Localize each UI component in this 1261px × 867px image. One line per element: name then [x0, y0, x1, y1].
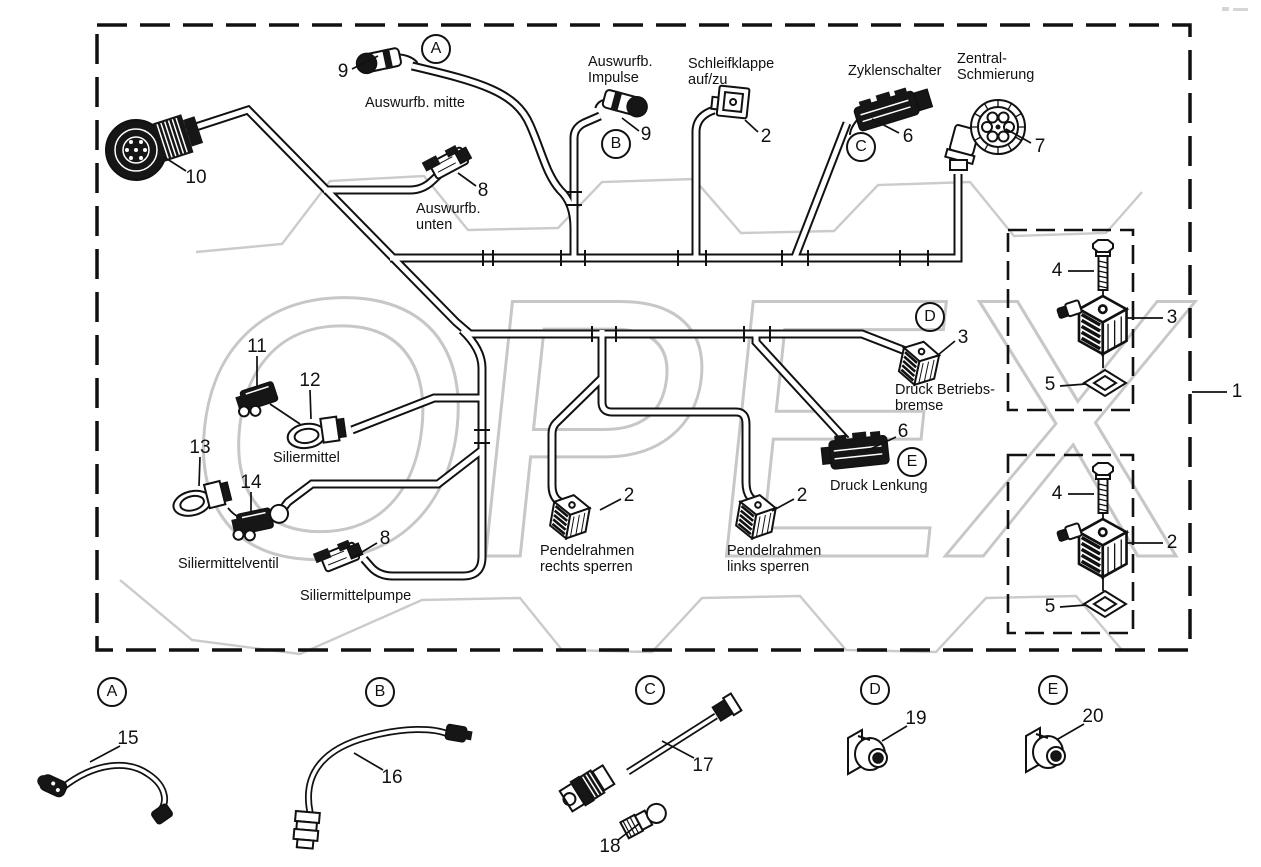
- legend-circle-a: A: [97, 677, 127, 707]
- callout-2-pendel-rechts: 2: [623, 485, 635, 506]
- connector-14-cap: [228, 503, 290, 545]
- callout-3-betriebsbremse: 3: [957, 327, 969, 348]
- circle-ref-d: D: [915, 302, 945, 332]
- callout-8-unten: 8: [477, 180, 489, 201]
- callout-1-frame: 1: [1231, 381, 1243, 402]
- callout-16: 16: [381, 767, 403, 788]
- callout-9-impulse: 9: [640, 124, 652, 145]
- label-auswurfb-mitte: Auswurfb. mitte: [365, 95, 465, 111]
- corner-mark: [1222, 7, 1248, 11]
- callout-6-zyklenschalter: 6: [902, 126, 914, 147]
- label-schleifklappe: Schleifklappe auf/zu: [688, 56, 775, 88]
- callout-12: 12: [299, 370, 321, 391]
- cable-16-connectors: [292, 723, 473, 850]
- callout-11: 11: [247, 336, 267, 357]
- label-siliermittelventil: Siliermittelventil: [178, 556, 279, 572]
- connector-8-auswurfb-unten: [420, 140, 474, 184]
- connector-9-auswurfb-impulse: [594, 89, 648, 118]
- legend-circle-b: B: [365, 677, 395, 707]
- legend-cables: [62, 716, 716, 812]
- connector-7-zentralschmierung: [944, 99, 1026, 171]
- callout-2-schleifklappe: 2: [760, 126, 772, 147]
- cable-tie-marks: [474, 191, 929, 444]
- connector-6-druck-lenkung: [820, 431, 890, 470]
- circle-ref-b: B: [601, 129, 631, 159]
- callout-5-box1: 5: [1044, 374, 1056, 395]
- callout-15: 15: [117, 728, 139, 749]
- connector-2-schleifklappe: [710, 84, 751, 120]
- callout-2-pendel-links: 2: [796, 485, 808, 506]
- callout-5-box2: 5: [1044, 596, 1056, 617]
- label-pendelrahmen-rechts: Pendelrahmen rechts sperren: [540, 543, 635, 575]
- callout-4-box1: 4: [1051, 260, 1063, 281]
- callout-4-box2: 4: [1051, 483, 1063, 504]
- callout-7: 7: [1034, 136, 1046, 157]
- cable-15-connectors: [37, 774, 173, 825]
- callout-19: 19: [905, 708, 927, 729]
- label-zyklenschalter: Zyklenschalter: [848, 63, 942, 79]
- label-auswurfb-unten: Auswurfb. unten: [416, 201, 481, 233]
- callout-2-box2: 2: [1166, 532, 1178, 553]
- detail-box-2: [1006, 453, 1135, 635]
- detail-box-1: [1006, 228, 1135, 412]
- legend-circle-c: C: [635, 675, 665, 705]
- connector-10-main-plug: [105, 114, 204, 181]
- cable-17-connectors: [558, 692, 743, 813]
- callout-18: 18: [599, 836, 621, 857]
- callout-leader-lines: [89, 55, 1227, 841]
- legend-circle-e: E: [1038, 675, 1068, 705]
- label-zentralschmierung: Zentral- Schmierung: [957, 51, 1035, 83]
- connector-6-zyklenschalter: [848, 87, 934, 135]
- part-18-plug: [618, 802, 667, 840]
- connector-9-auswurfb-mitte: [355, 47, 419, 75]
- callout-6-lenkung: 6: [897, 421, 909, 442]
- callout-10: 10: [185, 167, 207, 188]
- callout-3-box1: 3: [1166, 307, 1178, 328]
- callout-20: 20: [1082, 706, 1104, 727]
- label-auswurfb-impulse: Auswurfb. Impulse: [588, 54, 653, 86]
- label-siliermittel: Siliermittel: [273, 450, 340, 466]
- part-19-sensor: [847, 729, 888, 775]
- circle-ref-c: C: [846, 132, 876, 162]
- harness-boundary-frame: [95, 23, 1192, 652]
- label-druck-betriebsbremse: Druck Betriebs- bremse: [895, 382, 995, 414]
- legend-circle-d: D: [860, 675, 890, 705]
- callout-17: 17: [692, 755, 714, 776]
- label-pendelrahmen-links: Pendelrahmen links sperren: [727, 543, 822, 575]
- label-druck-lenkung: Druck Lenkung: [830, 478, 928, 494]
- callout-9-mitte: 9: [337, 61, 349, 82]
- callout-13: 13: [189, 437, 211, 458]
- part-20-sensor: [1025, 727, 1066, 773]
- callout-8-pumpe: 8: [379, 528, 391, 549]
- circle-ref-a: A: [421, 34, 451, 64]
- label-siliermittelpumpe: Siliermittelpumpe: [300, 588, 412, 604]
- circle-ref-e: E: [897, 447, 927, 477]
- callout-14: 14: [240, 472, 262, 493]
